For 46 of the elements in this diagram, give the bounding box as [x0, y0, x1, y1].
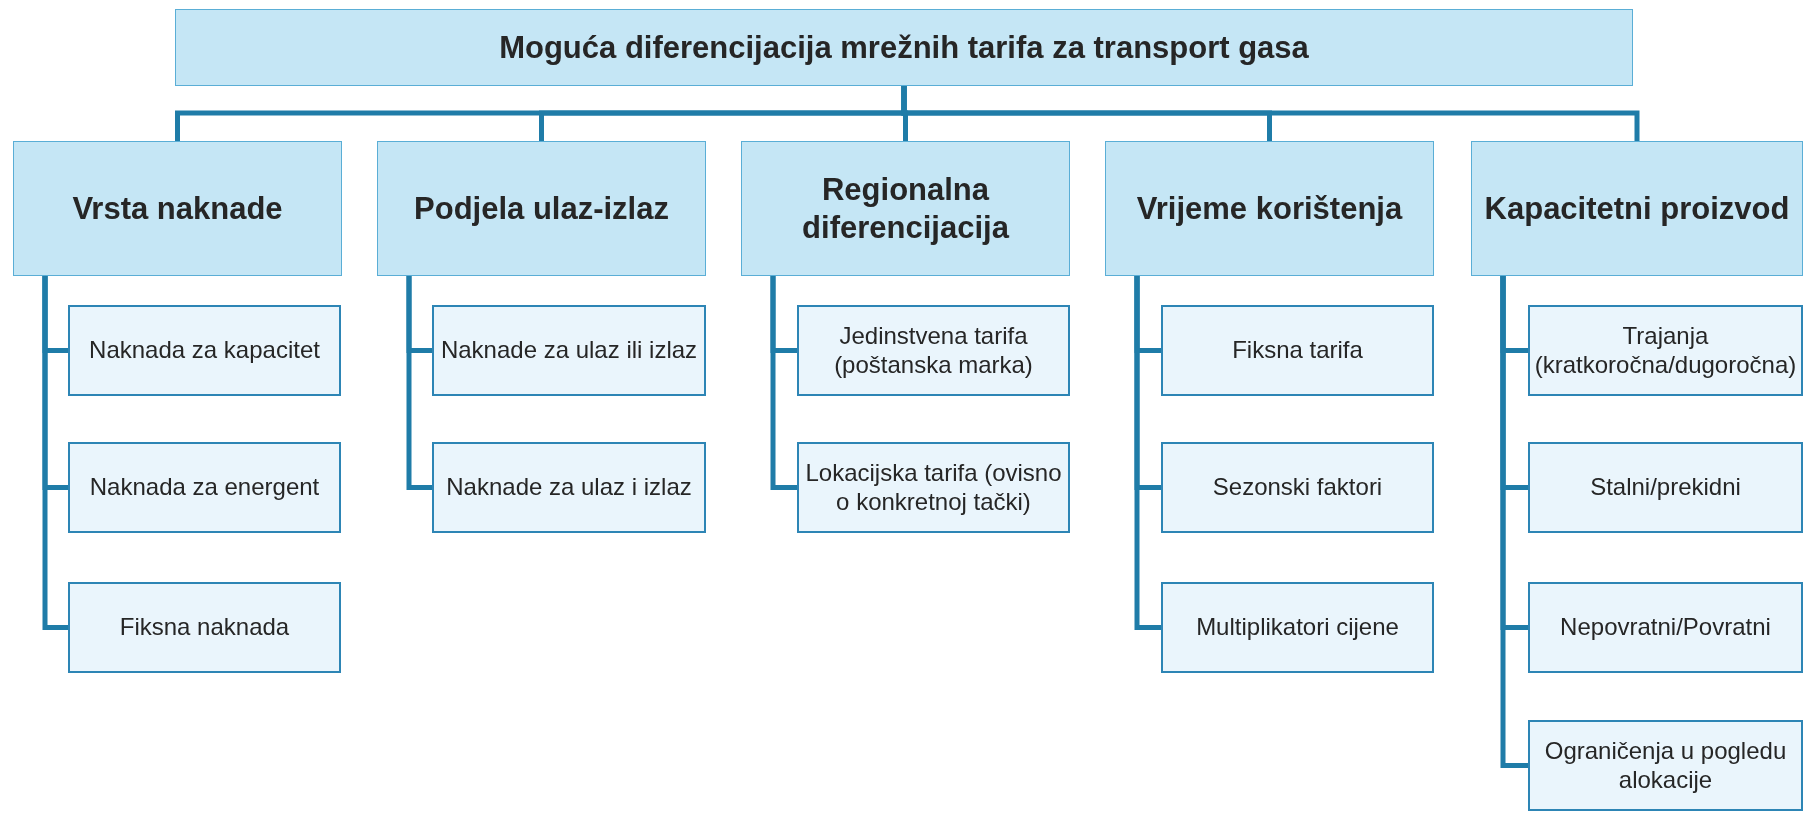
- connector-line: [42, 276, 68, 630]
- box-text: Stalni/prekidni: [1590, 473, 1741, 502]
- box-text: Podjela ulaz-izlaz: [414, 189, 669, 228]
- category-box: [1105, 141, 1434, 276]
- box-text: Naknade za ulaz i izlaz: [446, 473, 692, 502]
- box-text: Naknada za energent: [89, 473, 320, 502]
- item-box: [1528, 582, 1803, 673]
- box-text: Multiplikatori cijene: [1196, 613, 1399, 642]
- box-text: Fiksna naknada: [119, 613, 290, 642]
- connector-line: [901, 86, 1640, 141]
- box-text: Jedinstvena tarifa (poštanska marka): [833, 321, 1034, 380]
- title-box: [175, 9, 1633, 86]
- category-box: [13, 141, 342, 276]
- box-text: Trajanja (kratkoročna/dugoročna): [1534, 321, 1797, 380]
- item-box: [1161, 305, 1434, 396]
- item-box: [1528, 720, 1803, 811]
- box-text: Fiksna tarifa: [1232, 336, 1363, 365]
- box-text: Nepovratni/Povratni: [1560, 613, 1771, 642]
- connector-line: [770, 276, 797, 490]
- category-box: [377, 141, 706, 276]
- connector-line: [1500, 276, 1528, 768]
- box-text: Moguća diferencijacija mrežnih tarifa za transport gasa: [499, 29, 1309, 66]
- item-box: [797, 305, 1070, 396]
- item-box: [1528, 442, 1803, 533]
- item-box: [432, 442, 706, 533]
- connector-line: [406, 276, 432, 490]
- box-text: Regionalna diferencijacija: [801, 171, 1011, 246]
- item-box: [1161, 582, 1434, 673]
- item-box: [1528, 305, 1803, 396]
- box-text: Naknada za kapacitet: [89, 336, 320, 365]
- category-box: [741, 141, 1070, 276]
- item-box: [432, 305, 706, 396]
- box-text: Vrijeme korištenja: [1136, 189, 1403, 228]
- box-text: Vrsta naknade: [72, 189, 283, 228]
- item-box: [68, 442, 341, 533]
- connector-line: [1134, 276, 1161, 630]
- item-box: [797, 442, 1070, 533]
- box-text: Sezonski faktori: [1212, 473, 1383, 502]
- box-text: Naknade za ulaz ili izlaz: [440, 336, 698, 365]
- box-text: Lokacijska tarifa (ovisno o konkretnoj tački): [805, 458, 1062, 517]
- item-box: [1161, 442, 1434, 533]
- category-box: [1471, 141, 1803, 276]
- item-box: [68, 582, 341, 673]
- box-text: Kapacitetni proizvod: [1484, 189, 1790, 228]
- item-box: [68, 305, 341, 396]
- box-text: Ograničenja u pogledu alokacije: [1543, 736, 1788, 795]
